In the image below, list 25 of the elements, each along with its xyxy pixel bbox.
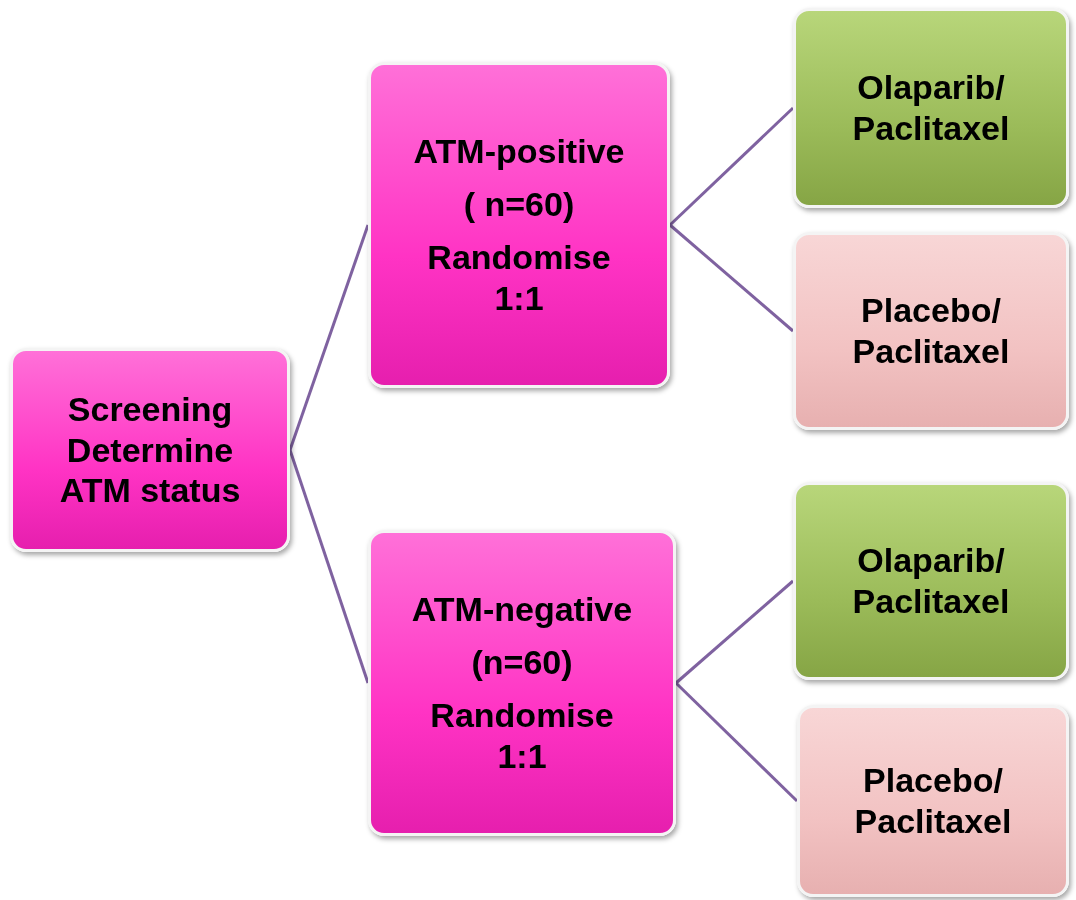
- node-text: ATM-negative: [411, 589, 633, 631]
- screening-box: [10, 348, 290, 552]
- node-text: Determine ATM status: [58, 429, 242, 512]
- connector-line: [288, 224, 370, 451]
- connector-line: [668, 106, 795, 227]
- node-text: Randomise 1:1: [426, 237, 612, 319]
- node-text: Placebo/ Paclitaxel: [851, 290, 1011, 372]
- node-text: Screening: [67, 388, 233, 430]
- placebo-arm-box: [793, 232, 1069, 430]
- placebo-arm-box: [797, 705, 1069, 897]
- treatment-arm-box: [793, 8, 1069, 208]
- node-text: Placebo/ Paclitaxel: [853, 760, 1013, 842]
- connector-line: [675, 579, 794, 685]
- node-text: Olaparib/ Paclitaxel: [851, 67, 1011, 149]
- node-text: Randomise 1:1: [429, 695, 615, 777]
- node-text: Olaparib/ Paclitaxel: [851, 540, 1011, 622]
- treatment-arm-box: [793, 482, 1069, 680]
- cohort-box: [368, 62, 670, 388]
- connector-line: [288, 449, 370, 684]
- node-text: ATM-positive: [413, 131, 625, 173]
- node-text: ( n=60): [463, 184, 575, 225]
- connector-line: [669, 223, 794, 333]
- connector-line: [674, 681, 799, 803]
- cohort-box: [368, 530, 676, 836]
- node-text: (n=60): [471, 642, 573, 683]
